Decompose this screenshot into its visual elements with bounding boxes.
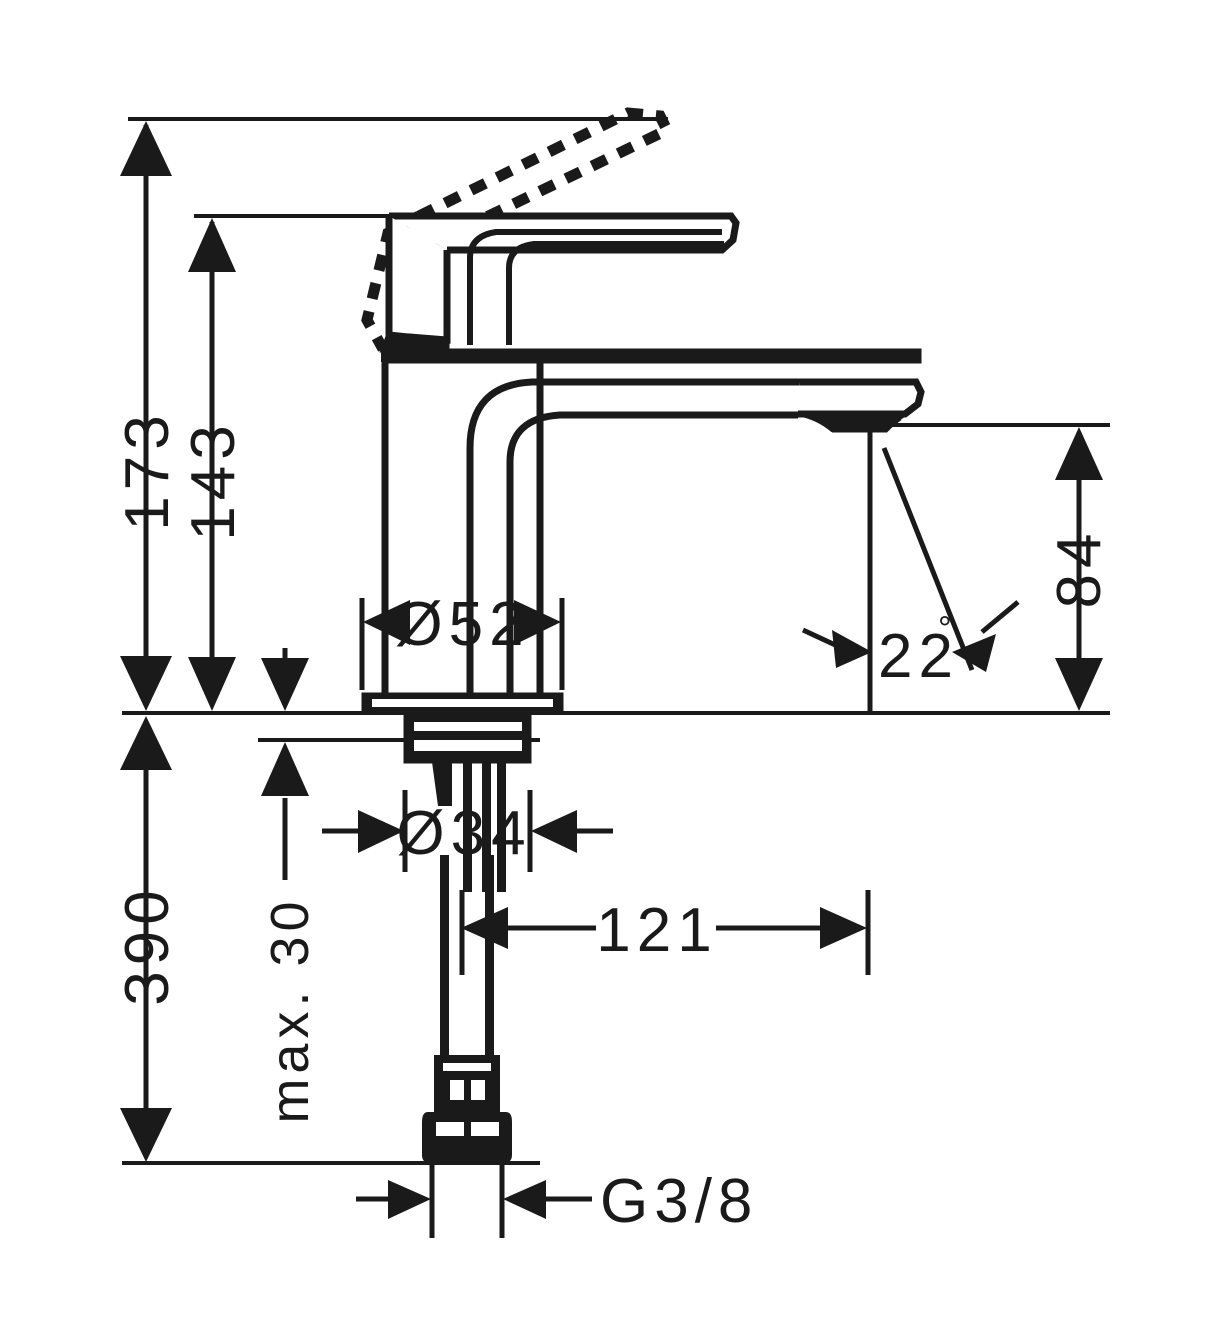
dim-angle-22-label: 22 [878,622,959,691]
dimension-143: 143 [179,218,248,711]
dimension-angle-22: 22 ° [801,425,1020,713]
extension-lines [122,117,1110,1165]
dim-max30-label: max. 30 [260,896,320,1123]
dimension-d34: Ø34 [322,790,613,872]
dim-173-arrow-bottom [120,656,172,711]
angle-stream-axis [881,447,975,671]
dim-173-arrow-top [120,121,172,176]
base-escutcheon [361,692,564,715]
dim-143-label: 143 [179,419,248,540]
dim-84-label: 84 [1045,528,1114,609]
dim-390-arrow-bottom [120,1108,172,1162]
dim-d52-arrow-right [514,600,561,645]
dim-84-arrow-bottom [1055,658,1103,711]
body-cap [381,348,922,364]
dim-143-arrow-top [188,218,236,272]
dim-121-arrow-left [461,907,508,949]
dim-angle-degree-symbol: ° [938,610,952,648]
dimension-d52: Ø52 [359,590,565,690]
dimension-84: 84 [1045,427,1114,711]
dimension-max-30: max. 30 [260,648,320,1124]
angle-arrow-right [952,634,996,672]
dim-173-label: 173 [113,409,182,530]
dimension-g38: G3/8 [356,1167,758,1238]
dim-121-arrow-right [820,907,867,949]
dim-g38-arrow-left [388,1180,431,1219]
angle-leader-right [980,600,1020,634]
lever-handle [379,212,740,353]
dim-143-arrow-bottom [188,657,236,711]
dim-390-arrow-top [120,716,172,770]
dim-d52-arrow-left [363,600,410,645]
angle-arrow-left [832,630,872,668]
dim-d34-arrow-left [358,810,404,853]
dim-390-label: 390 [113,884,182,1005]
dim-d34-arrow-right [531,810,577,853]
mounting-hardware [403,711,532,892]
dimension-390: 390 [113,716,182,1162]
dim-max30-arrow-down [261,658,309,711]
faucet-body [361,107,925,1200]
supply-hose [422,855,512,1200]
dim-84-arrow-top [1055,427,1103,480]
dim-max30-arrow-up [261,742,309,796]
dim-g38-arrow-right [503,1180,546,1219]
spout [466,378,925,700]
dim-d52-label: Ø52 [394,590,529,659]
dim-g38-label: G3/8 [600,1167,758,1236]
dim-d34-label: Ø34 [396,799,531,868]
dim-121-label: 121 [596,896,717,965]
dimension-173: 173 [113,121,182,711]
dimension-121: 121 [459,890,871,975]
